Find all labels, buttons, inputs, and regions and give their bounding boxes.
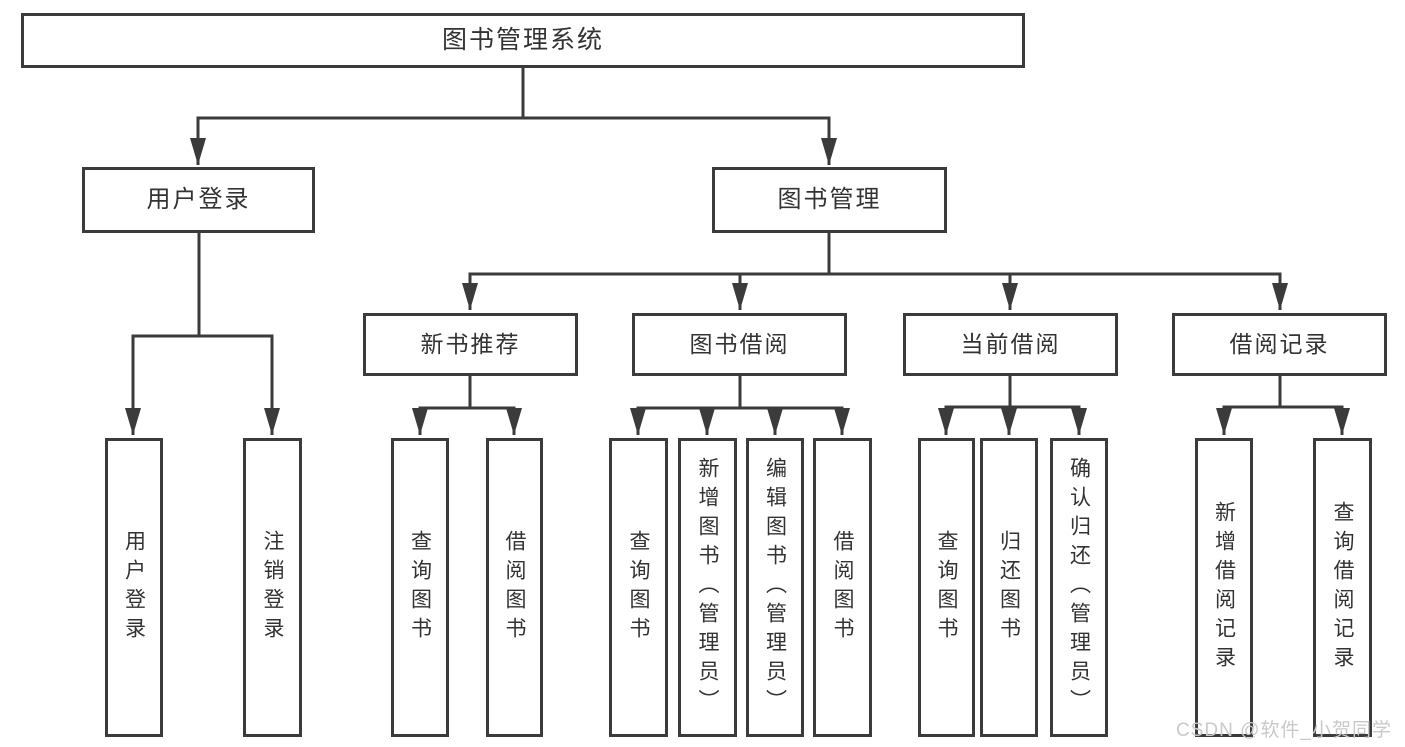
node-new-book-recommend: 新书推荐 [363,313,578,376]
node-label: 注销登录 [261,529,284,646]
node-label: 借阅记录 [1229,331,1330,357]
node-label: 新增借阅记录 [1212,500,1236,675]
node-book-borrowing: 图书借阅 [632,313,847,376]
csdn-watermark: CSDN @软件_小贺同学 [1176,720,1392,741]
node-label: 归还图书 [997,529,1021,646]
node-user-login: 用户登录 [82,167,315,233]
leaf-add-books-admin: 新增图书（管理员） [678,438,737,737]
leaf-query-books-recommend: 查询图书 [391,438,449,737]
node-label: 借阅图书 [503,529,526,646]
node-label: 借阅图书 [831,529,854,646]
leaf-user-login: 用户登录 [105,438,163,737]
node-label: 新增图书（管理员） [696,457,719,718]
node-label: 当前借阅 [960,331,1061,357]
node-label: 新书推荐 [420,331,521,357]
node-label: 查询图书 [408,529,432,646]
leaf-borrow-books-recommend: 借阅图书 [486,438,543,737]
node-current-borrowing: 当前借阅 [903,313,1118,376]
node-library-management-system: 图书管理系统 [21,13,1025,68]
leaf-logout: 注销登录 [243,438,302,737]
node-borrowing-records: 借阅记录 [1172,313,1387,376]
leaf-query-borrow-record: 查询借阅记录 [1313,438,1372,737]
leaf-return-books: 归还图书 [980,438,1038,737]
node-label: 用户登录 [146,186,251,213]
node-label: 用户登录 [122,529,146,646]
leaf-add-borrow-record: 新增借阅记录 [1195,438,1253,737]
tree-arrow-stubs [125,118,1350,435]
node-label: 图书管理系统 [441,26,604,54]
leaf-confirm-return-admin: 确认归还（管理员） [1050,438,1108,737]
node-label: 查询图书 [935,529,958,646]
leaf-query-books-current: 查询图书 [918,438,975,737]
node-book-management: 图书管理 [712,167,947,233]
node-label: 图书管理 [777,186,882,213]
node-label: 查询图书 [627,529,650,646]
node-label: 确认归还（管理员） [1067,457,1091,718]
leaf-query-books-borrowing: 查询图书 [609,438,668,737]
node-label: 编辑图书（管理员） [763,457,787,718]
node-label: 查询借阅记录 [1331,500,1354,675]
leaf-edit-books-admin: 编辑图书（管理员） [746,438,804,737]
node-label: 图书借阅 [689,331,790,357]
leaf-borrow-books-borrowing: 借阅图书 [813,438,872,737]
